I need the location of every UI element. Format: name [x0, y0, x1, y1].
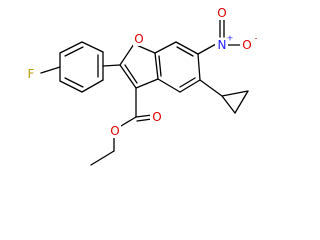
c-n-bond: [197, 43, 217, 55]
benzo-inner-bond: [176, 46, 194, 57]
bonds: [40, 19, 249, 166]
benzo-bond: [175, 41, 199, 55]
nitro-minus-charge: -: [255, 34, 258, 43]
furan-bond: [119, 43, 135, 66]
furan-inner-bond: [124, 64, 138, 84]
aryl-c2-bond: [102, 64, 121, 67]
cyclopropyl-bond: [221, 90, 249, 97]
c-f-bond: [40, 66, 61, 74]
benzo-bond: [154, 41, 177, 54]
furan-bond: [119, 64, 137, 89]
c-o-double-bond: [135, 114, 153, 118]
benzo-bond: [197, 53, 201, 81]
molecule-structure: F O N + O O - O O: [22, 6, 258, 166]
cyclopropyl-bond: [234, 90, 249, 114]
c-o-double-bond: [136, 118, 153, 122]
benzo-inner-bond: [179, 77, 196, 88]
atom-labels: F O N + O O - O O: [22, 6, 258, 138]
nitro-plus-charge: +: [227, 34, 234, 43]
furan-oxygen-label: O: [134, 32, 143, 46]
furan-bond: [135, 78, 159, 89]
fluorophenyl-inner-bond: [64, 77, 84, 88]
fluorophenyl-bond: [81, 79, 104, 93]
ester-ether-oxygen-label: O: [110, 124, 119, 138]
ch2-ch3-bond: [90, 150, 115, 166]
nitro-oxygen-double-label: O: [217, 6, 226, 20]
benzo-bond: [179, 79, 201, 93]
cyclopropyl-bond: [221, 95, 236, 114]
benzo-inner-bond: [158, 55, 162, 77]
fluorophenyl-bond: [59, 41, 83, 54]
furan-bond: [154, 52, 159, 80]
fluorophenyl-bond: [81, 41, 104, 53]
c-o-single-bond: [120, 116, 137, 127]
nitro-oxygen-single-label: O: [242, 38, 251, 52]
fluorophenyl-inner-bond: [64, 46, 84, 57]
fluorine-atom-label: F: [28, 67, 35, 81]
nitro-nitrogen-label: N: [218, 38, 227, 52]
fluorophenyl-bond: [59, 80, 83, 93]
ester-carbonyl-oxygen-label: O: [152, 110, 161, 124]
benzo-bond: [157, 78, 181, 93]
c-cyclopropyl-bond: [199, 79, 223, 97]
